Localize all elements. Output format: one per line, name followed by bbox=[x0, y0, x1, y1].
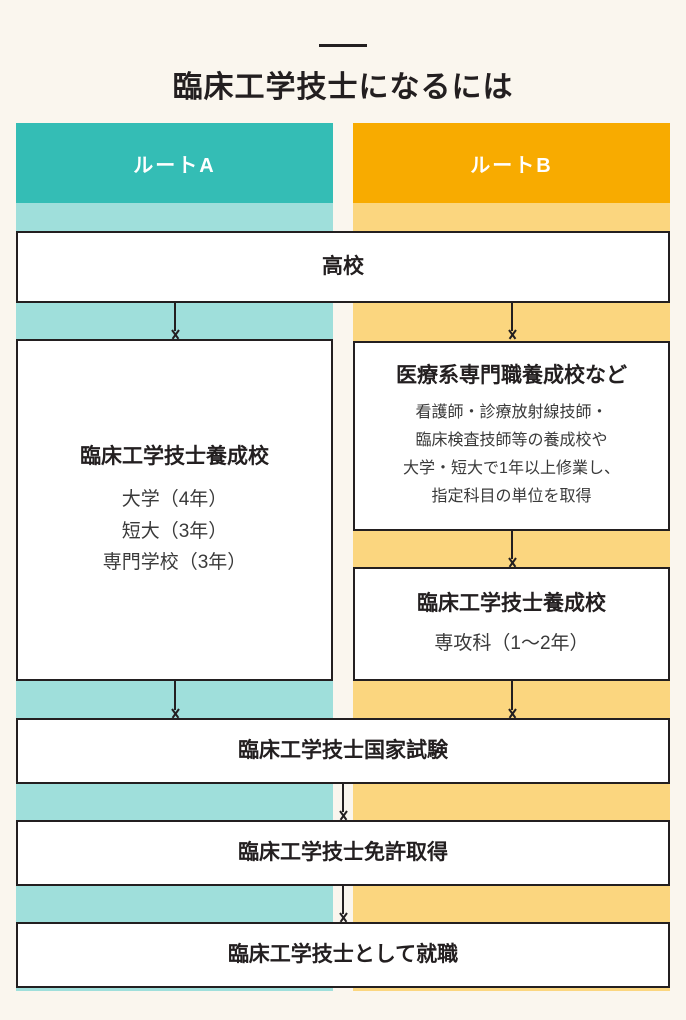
arrow-shaft bbox=[511, 531, 513, 559]
arrow-head-icon bbox=[169, 709, 182, 718]
arrow-head-icon bbox=[337, 811, 350, 820]
arrow-exam-to-license bbox=[331, 784, 355, 820]
arrow-head-icon bbox=[337, 913, 350, 922]
step-route-b-training-school-title: 臨床工学技士養成校 bbox=[417, 592, 606, 616]
step-license: 臨床工学技士免許取得 bbox=[16, 820, 670, 886]
arrow-shaft bbox=[174, 681, 176, 710]
step-route-b-medical-school-title: 医療系専門職養成校など bbox=[396, 363, 627, 387]
step-employment: 臨床工学技士として就職 bbox=[16, 922, 670, 988]
arrow-shaft bbox=[511, 681, 513, 710]
arrow-shaft bbox=[511, 303, 513, 331]
route-b-header: ルートB bbox=[353, 123, 670, 203]
step-route-b-training-school: 臨床工学技士養成校 専攻科（1〜2年） bbox=[353, 567, 670, 681]
arrow-head-icon bbox=[506, 558, 519, 567]
arrow-shaft bbox=[342, 784, 344, 812]
step-highschool-title: 高校 bbox=[322, 254, 364, 278]
title-rule-decoration bbox=[319, 44, 367, 47]
step-employment-title: 臨床工学技士として就職 bbox=[227, 942, 459, 966]
step-route-b1-line-3: 大学・短大で1年以上修業し、 bbox=[403, 460, 620, 478]
arrow-route-a-to-exam bbox=[163, 681, 187, 718]
step-route-a-line-1: 大学（4年） bbox=[121, 489, 228, 511]
arrow-route-b-to-exam bbox=[500, 681, 524, 718]
step-route-b-medical-school: 医療系専門職養成校など 看護師・診療放射線技師・ 臨床検査技師等の養成校や 大学… bbox=[353, 341, 670, 531]
arrow-license-to-job bbox=[331, 886, 355, 922]
arrow-highschool-to-route-b bbox=[500, 303, 524, 339]
arrow-highschool-to-route-a bbox=[163, 303, 187, 339]
arrow-shaft bbox=[342, 886, 344, 914]
arrow-head-icon bbox=[506, 330, 519, 339]
arrow-route-b-step1-to-step2 bbox=[500, 531, 524, 567]
arrow-shaft bbox=[174, 303, 176, 331]
step-route-b1-line-4: 指定科目の単位を取得 bbox=[431, 488, 592, 506]
step-route-b1-line-2: 臨床検査技師等の養成校や bbox=[415, 432, 608, 450]
page-title: 臨床工学技士になるには bbox=[172, 71, 514, 104]
step-route-a-training-school-title: 臨床工学技士養成校 bbox=[80, 444, 269, 468]
step-national-exam-title: 臨床工学技士国家試験 bbox=[238, 738, 448, 762]
step-license-title: 臨床工学技士免許取得 bbox=[238, 840, 448, 864]
arrow-head-icon bbox=[169, 330, 182, 339]
step-route-b1-line-1: 看護師・診療放射線技師・ bbox=[415, 404, 608, 422]
step-route-b2-line-1: 専攻科（1〜2年） bbox=[434, 632, 589, 654]
step-national-exam: 臨床工学技士国家試験 bbox=[16, 718, 670, 784]
arrow-head-icon bbox=[506, 709, 519, 718]
step-highschool: 高校 bbox=[16, 231, 670, 303]
route-a-header: ルートA bbox=[16, 123, 333, 203]
step-route-a-training-school: 臨床工学技士養成校 大学（4年） 短大（3年） 専門学校（3年） bbox=[16, 339, 333, 681]
step-route-a-line-2: 短大（3年） bbox=[121, 520, 228, 542]
step-route-a-line-3: 専門学校（3年） bbox=[102, 551, 247, 573]
